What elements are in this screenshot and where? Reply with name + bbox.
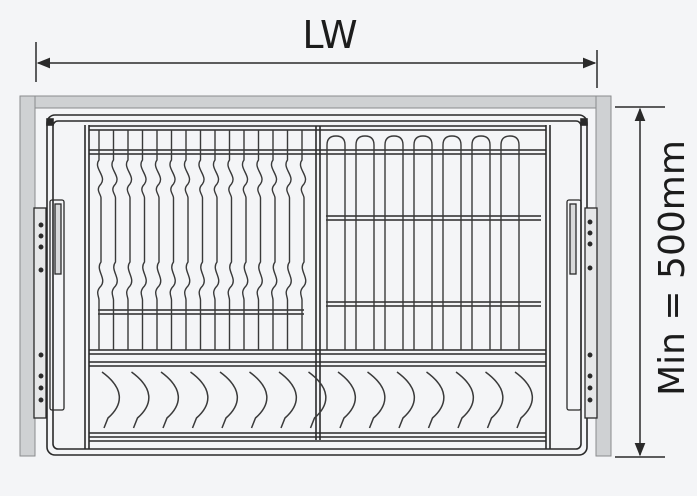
bottom-wire	[514, 371, 534, 429]
bottom-wire	[367, 371, 386, 429]
plate-wire	[285, 130, 292, 350]
plate-wire	[125, 130, 133, 350]
plate-wires	[96, 130, 307, 350]
plate-wire	[169, 130, 176, 350]
bottom-wire	[485, 371, 504, 429]
bottom-wire	[160, 371, 180, 429]
bowl-loop	[500, 135, 520, 350]
bowl-loop	[384, 135, 404, 350]
bottom-wire	[249, 371, 268, 429]
width-label: LW	[302, 13, 357, 57]
cabinet-left-panel	[19, 95, 36, 457]
bowl-loop	[355, 135, 375, 350]
bottom-wire	[455, 371, 475, 429]
bottom-wire	[131, 371, 150, 429]
bottom-wire	[337, 371, 357, 429]
bowl-loop	[413, 135, 433, 350]
bottom-wire	[278, 371, 298, 429]
cabinet-right-panel	[595, 95, 612, 457]
bowl-loop	[326, 135, 346, 350]
plate-wire	[256, 130, 263, 350]
plate-wire	[270, 130, 278, 350]
center-divider	[315, 126, 321, 440]
bowl-loop	[471, 135, 491, 350]
rack-frame	[46, 114, 588, 456]
plate-wire	[198, 130, 205, 350]
height-label: Min = 500mm	[652, 140, 693, 396]
bottom-wire	[426, 371, 445, 429]
right-slide	[566, 199, 598, 419]
plate-wire	[140, 130, 147, 350]
bowl-loop	[442, 135, 462, 350]
bottom-wire	[308, 371, 327, 429]
plate-wire	[241, 130, 249, 350]
plate-wire	[111, 130, 118, 350]
left-slide	[33, 199, 65, 419]
plate-wire	[154, 130, 162, 350]
bottom-wire	[219, 371, 239, 429]
bottom-wires	[101, 371, 534, 429]
width-dimension: LW	[35, 13, 598, 88]
height-dimension: Min = 500mm	[615, 106, 693, 458]
plate-wire	[183, 130, 191, 350]
cabinet-top-panel	[19, 95, 612, 109]
plate-wire	[96, 130, 104, 350]
bowl-loops	[326, 135, 520, 350]
bottom-wire	[190, 371, 209, 429]
plate-wire	[299, 130, 307, 350]
plate-wire	[227, 130, 234, 350]
bottom-wire	[396, 371, 416, 429]
bottom-wire	[101, 371, 121, 429]
plate-wire	[212, 130, 220, 350]
